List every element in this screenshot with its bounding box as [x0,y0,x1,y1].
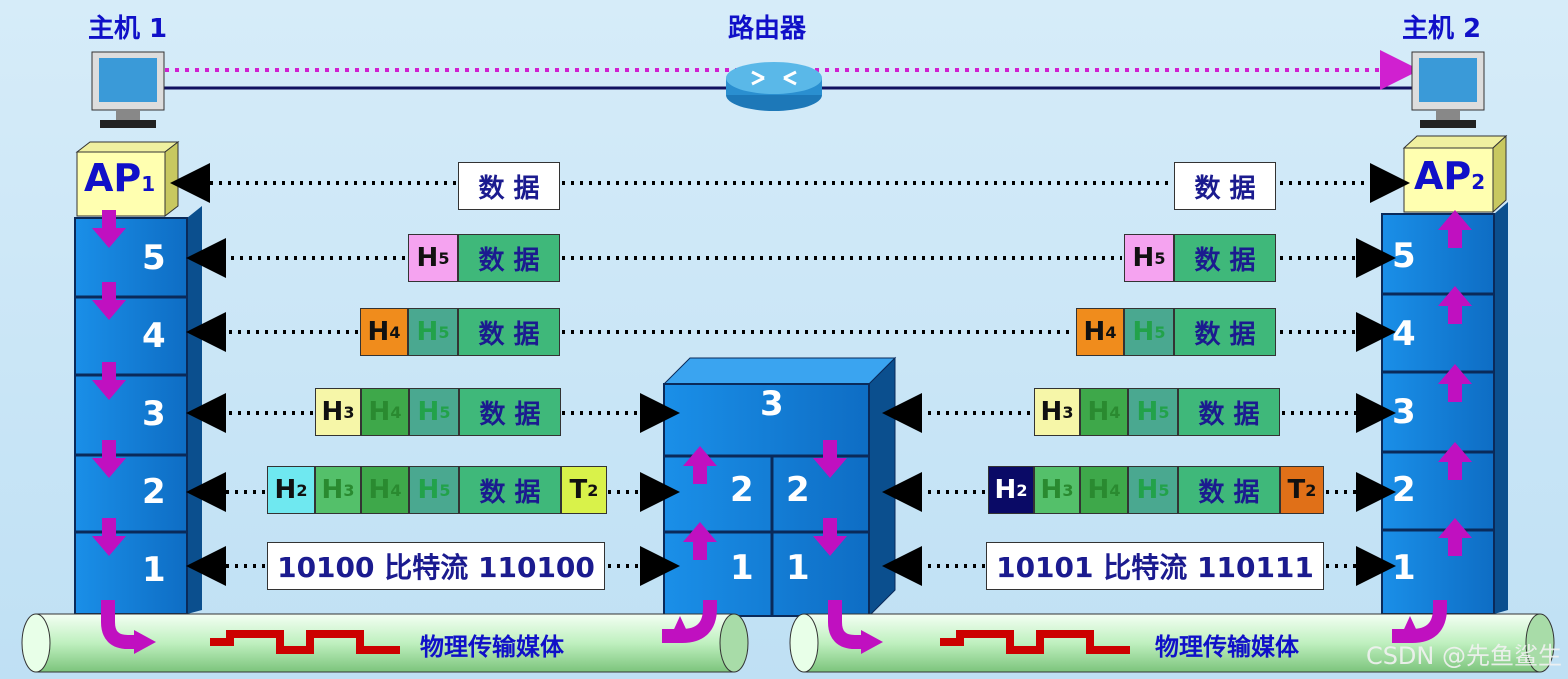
computer-icon [1411,51,1485,128]
watermark: CSDN @先鱼鲨生 [1365,642,1562,670]
router-layer-2-label: 2 [730,470,754,510]
ap1-label: AP1 [84,156,156,200]
router-layer-1-label: 1 [786,548,810,588]
layer-3-label: 3 [1392,392,1416,432]
router-icon [726,62,822,111]
layer-4-label: 4 [142,316,166,356]
router-layer-3-label: 3 [760,384,784,424]
data-unit-right: 数 据 [1174,162,1276,210]
medium-label-right: 物理传输媒体 [1155,633,1299,661]
router-layer-2-label: 2 [786,470,810,510]
layer-1-label: 1 [142,550,166,590]
layer-2-label: 2 [142,472,166,512]
ap1-box [75,140,180,218]
bitstream-right: 10101 比特流 110111 [986,542,1324,590]
computer-icon [91,51,165,128]
layer-3-label: 3 [142,394,166,434]
host2-label: 主机 2 [1402,14,1482,44]
layer-5-label: 5 [1392,236,1416,276]
ap2-label: AP2 [1414,154,1486,198]
host1-stack [74,206,202,615]
host1-label: 主机 1 [88,14,168,44]
layer-2-label: 2 [1392,470,1416,510]
medium-tube-right [789,613,1555,673]
peer-arrows [170,163,1410,586]
router-layer-1-label: 1 [730,548,754,588]
bitstream-left: 10100 比特流 110100 [267,542,605,590]
medium-label-left: 物理传输媒体 [420,633,564,661]
host2-stack [1381,202,1508,615]
flow-arrows [92,210,1472,560]
layer-5-label: 5 [142,238,166,278]
data-unit-left: 数 据 [458,162,560,210]
router-label: 路由器 [728,14,807,44]
ap2-box [1402,134,1508,214]
layer-4-label: 4 [1392,314,1416,354]
layer-1-label: 1 [1392,548,1416,588]
